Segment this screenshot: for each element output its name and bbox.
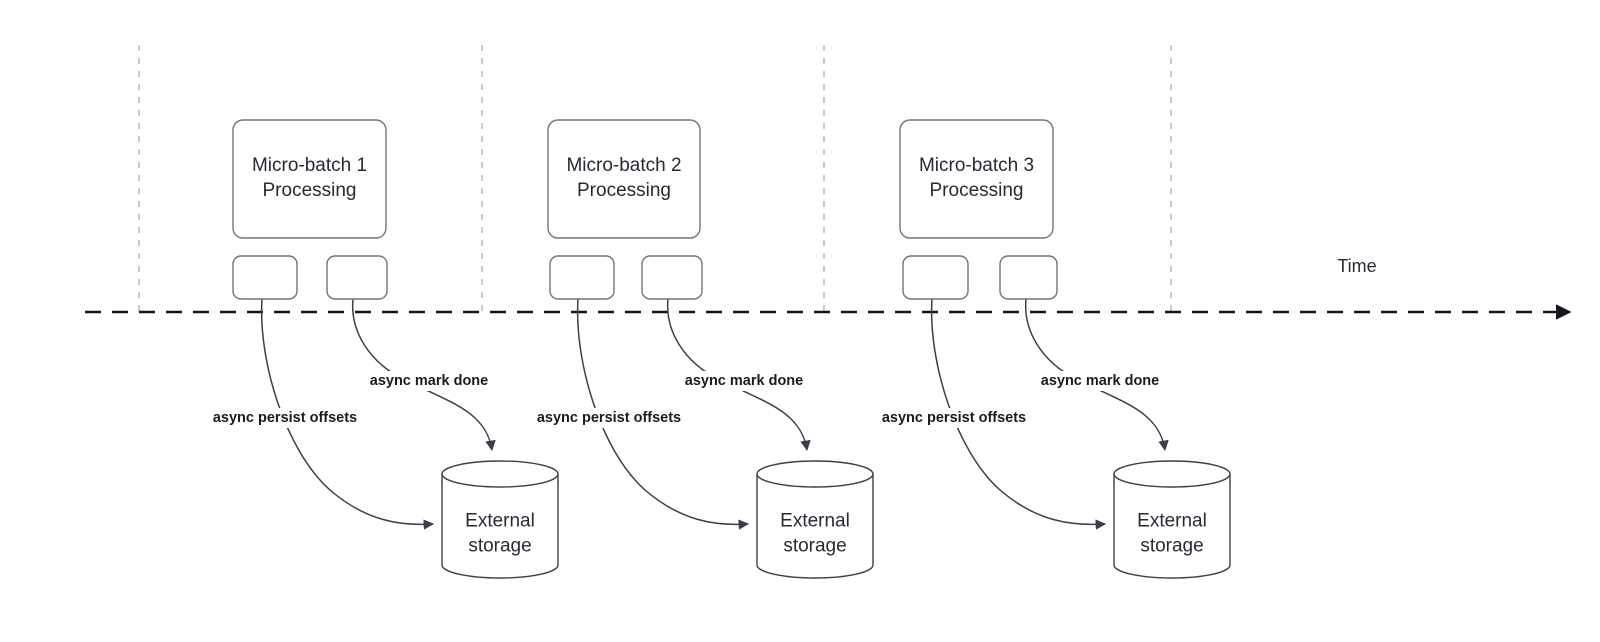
edge-async-mark-done-1-label-plate xyxy=(354,371,504,391)
task-box-3a[interactable] xyxy=(902,255,969,300)
edge-async-mark-done-1-label: async mark done xyxy=(370,373,488,389)
edge-async-persist-offsets-1 xyxy=(260,298,435,530)
edge-async-persist-offsets-3 xyxy=(930,298,1107,530)
time-axis-label: Time xyxy=(1337,256,1376,276)
external-storage-2-body[interactable] xyxy=(756,473,874,579)
micro-batch-3-processing[interactable] xyxy=(899,119,1054,239)
micro-batch-2-processing-line2: Processing xyxy=(577,180,671,201)
edge-async-persist-offsets-1-label: async persist offsets xyxy=(213,410,357,426)
edge-async-persist-offsets-3-label: async persist offsets xyxy=(882,410,1026,426)
external-storage-1-body[interactable] xyxy=(441,473,559,579)
micro-batch-3-processing-line1: Micro-batch 3 xyxy=(919,155,1034,176)
task-box-3b[interactable] xyxy=(999,255,1058,300)
micro-batch-1-processing-line1: Micro-batch 1 xyxy=(252,155,367,176)
edge-async-persist-offsets-2 xyxy=(576,298,750,530)
edge-async-persist-offsets-2-label-plate xyxy=(517,408,701,428)
edge-async-persist-offsets-2-label: async persist offsets xyxy=(537,410,681,426)
micro-batch-groups: async persist offsets async mark done Micr… xyxy=(193,119,1231,579)
micro-batch-1-processing-line2: Processing xyxy=(263,180,357,201)
external-storage-3-line1: External xyxy=(1137,511,1207,532)
micro-batch-group-1: async persist offsets async mark done Micr… xyxy=(193,119,559,579)
task-box-1b[interactable] xyxy=(326,255,388,300)
micro-batch-group-3: async persist offsets async mark done Micr… xyxy=(862,119,1231,579)
task-box-2a[interactable] xyxy=(549,255,615,300)
external-storage-1-line2: storage xyxy=(468,536,531,557)
edge-async-mark-done-3-label-plate xyxy=(1025,371,1175,391)
external-storage-2-line2: storage xyxy=(783,536,846,557)
external-storage-3-top xyxy=(1113,460,1231,488)
external-storage-3-body[interactable] xyxy=(1113,473,1231,579)
micro-batch-3-processing-line2: Processing xyxy=(930,180,1024,201)
micro-batch-1-processing[interactable] xyxy=(232,119,387,239)
edge-async-mark-done-3-label: async mark done xyxy=(1041,373,1159,389)
external-storage-1-top xyxy=(441,460,559,488)
time-axis-group: Time xyxy=(85,256,1572,320)
edge-async-persist-offsets-3-label-plate xyxy=(862,408,1046,428)
task-box-2b[interactable] xyxy=(641,255,703,300)
micro-batch-group-2: async persist offsets async mark done Micr… xyxy=(517,119,874,579)
external-storage-3-line2: storage xyxy=(1140,536,1203,557)
edge-async-mark-done-2-label-plate xyxy=(669,371,819,391)
task-box-1a[interactable] xyxy=(232,255,298,300)
edge-async-persist-offsets-1-label-plate xyxy=(193,408,377,428)
micro-batch-2-processing-line1: Micro-batch 2 xyxy=(566,155,681,176)
edge-async-mark-done-2-label: async mark done xyxy=(685,373,803,389)
external-storage-1-line1: External xyxy=(465,511,535,532)
external-storage-2-top xyxy=(756,460,874,488)
micro-batch-2-processing[interactable] xyxy=(547,119,701,239)
external-storage-2-line1: External xyxy=(780,511,850,532)
